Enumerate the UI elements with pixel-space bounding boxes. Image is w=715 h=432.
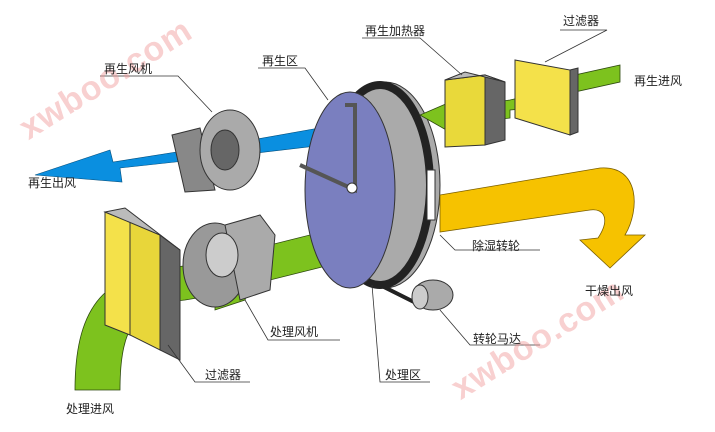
label-process-fan: 处理风机: [270, 325, 319, 339]
process-fan: [182, 214, 276, 308]
label-regen-inlet: 再生进风: [634, 74, 683, 88]
label-regen-zone: 再生区: [262, 54, 299, 68]
label-filter-top: 过滤器: [563, 14, 600, 28]
label-wheel-motor: 转轮马达: [473, 332, 522, 346]
dry-outlet-arrow: [439, 167, 647, 269]
label-regen-fan: 再生风机: [104, 62, 153, 76]
label-regen-heater: 再生加热器: [365, 24, 426, 38]
label-process-inlet: 处理进风: [66, 402, 115, 416]
leader-lines: [100, 29, 608, 383]
label-desiccant-wheel: 除湿转轮: [472, 239, 521, 253]
label-dry-outlet: 干燥出风: [585, 284, 634, 298]
process-filter: [103, 207, 181, 361]
regen-heater: [444, 71, 506, 148]
label-process-zone: 处理区: [385, 368, 422, 382]
regen-fan: [171, 109, 261, 193]
label-regen-outlet: 再生出风: [28, 176, 77, 190]
regen-filter: [514, 59, 579, 136]
wheel-motor: [379, 279, 454, 311]
desiccant-wheel: [299, 81, 441, 289]
label-filter-bottom: 过滤器: [205, 368, 242, 382]
